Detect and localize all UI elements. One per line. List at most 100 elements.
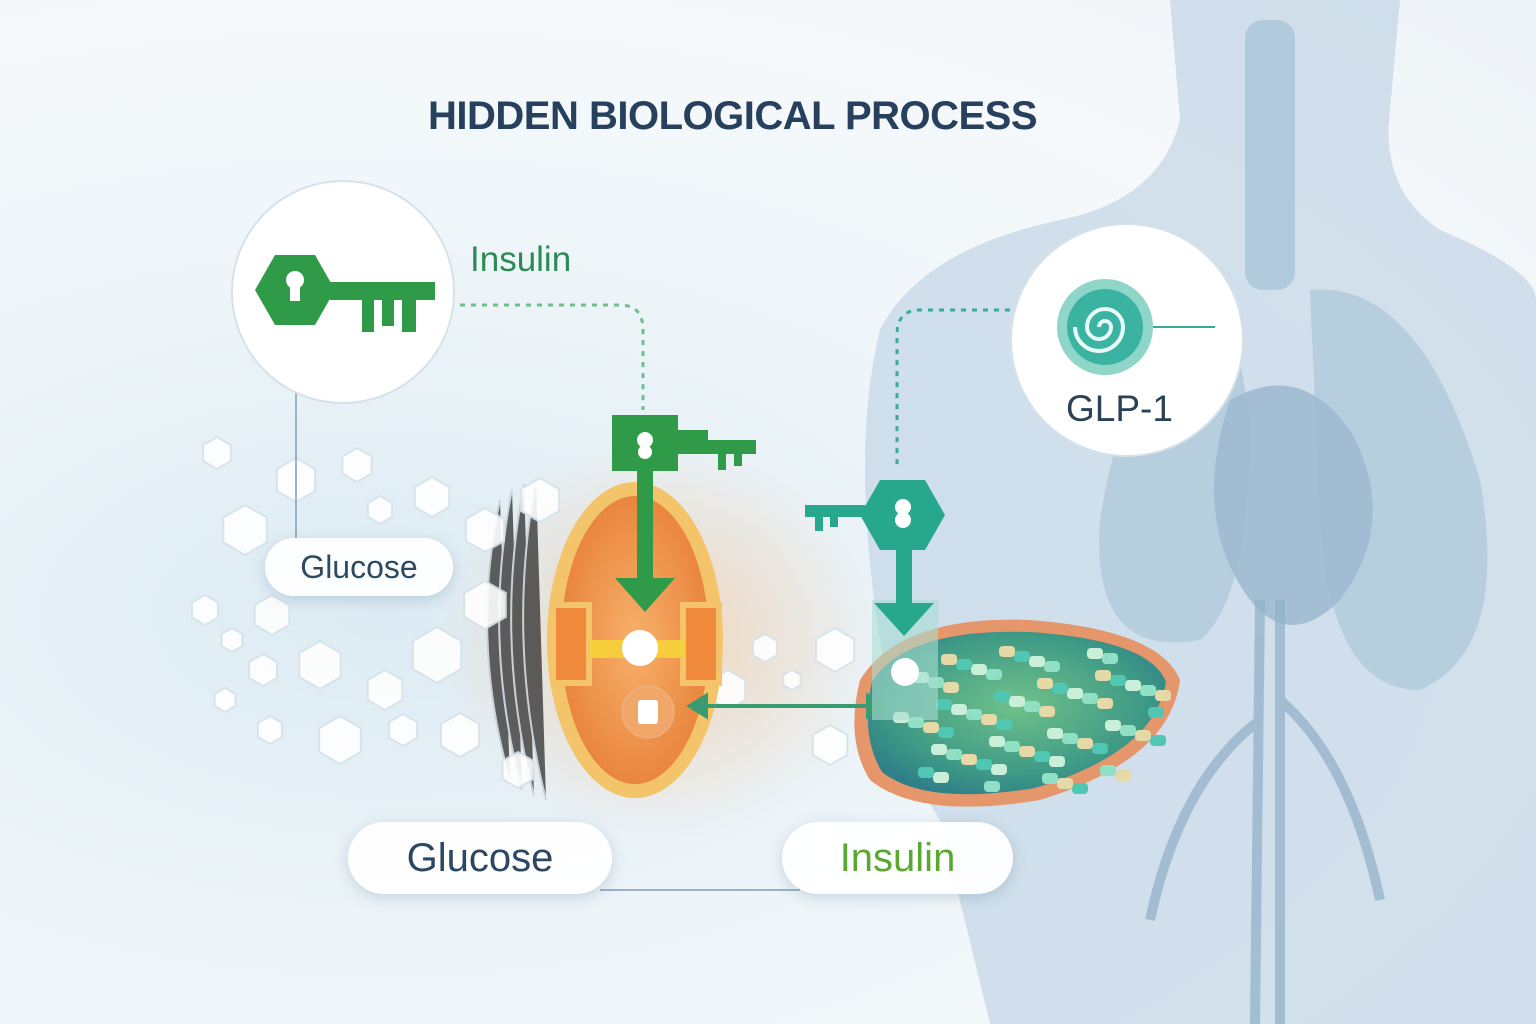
granule [1044, 661, 1060, 672]
channel-door-left [550, 602, 592, 686]
glp1-key-arrow [805, 480, 945, 720]
glucose-hexagon [366, 668, 404, 712]
granule [971, 664, 987, 675]
insulin-label: Insulin [470, 240, 572, 279]
granule [923, 722, 939, 733]
granule [1140, 685, 1156, 696]
key-icon [255, 255, 435, 332]
granule [961, 754, 977, 765]
granule [1077, 738, 1093, 749]
glucose-hexagon [318, 714, 362, 766]
connector-lines [460, 303, 1010, 465]
granule [956, 659, 972, 670]
glucose-hexagon [519, 476, 561, 524]
granule [976, 759, 992, 770]
insulin-key-arrow [612, 415, 756, 612]
granule [1115, 770, 1131, 781]
granule [1150, 735, 1166, 746]
glucose-hexagon [782, 668, 802, 692]
glucose-hexagon [811, 723, 849, 767]
glucose-hexagon [253, 593, 291, 637]
granule [1100, 765, 1116, 776]
granule [1039, 706, 1055, 717]
granule [1097, 698, 1113, 709]
granule [918, 767, 934, 778]
granule [1052, 683, 1068, 694]
glucose-hexagon [191, 593, 219, 627]
granule [1042, 773, 1058, 784]
vessels [1145, 599, 1385, 1024]
granule [991, 764, 1007, 775]
granule [1082, 693, 1098, 704]
granule [986, 669, 1002, 680]
glucose-label-small: Glucose [265, 538, 453, 596]
granule [951, 704, 967, 715]
granule [946, 749, 962, 760]
granule [1009, 696, 1025, 707]
glucose-label-bottom: Glucose [348, 822, 612, 894]
granule [931, 744, 947, 755]
glucose-hexagon [439, 711, 481, 759]
granule [933, 772, 949, 783]
granule [936, 699, 952, 710]
glucose-hexagon [501, 750, 535, 790]
granule [1148, 707, 1164, 718]
channel-door-right [680, 602, 722, 686]
granule [994, 691, 1010, 702]
granule [1004, 741, 1020, 752]
glucose-hexagon [202, 435, 232, 471]
glucose-hexagon [298, 639, 342, 691]
granule [1105, 720, 1121, 731]
granule [1135, 730, 1151, 741]
heart [1214, 385, 1373, 625]
granule [1014, 651, 1030, 662]
glucose-hexagon [366, 494, 394, 526]
glucose-hexagon [341, 446, 373, 484]
granule [1087, 648, 1103, 659]
granule [1110, 675, 1126, 686]
granule [1019, 746, 1035, 757]
granule [1047, 728, 1063, 739]
glp1-circle [1010, 223, 1244, 457]
glucose-hexagon [388, 712, 418, 748]
granule [1072, 783, 1088, 794]
glp1-molecule-icon [1057, 279, 1153, 375]
glucose-hexagon [248, 652, 278, 688]
granule [999, 646, 1015, 657]
cell [547, 482, 723, 798]
granule [1029, 656, 1045, 667]
granule [1095, 670, 1111, 681]
glucose-hexagon [411, 625, 463, 685]
granule [1062, 733, 1078, 744]
trachea [1245, 20, 1295, 290]
granule [984, 781, 1000, 792]
granule [966, 709, 982, 720]
granule [1037, 678, 1053, 689]
glucose-hexagon [220, 626, 244, 654]
granule [1049, 756, 1065, 767]
insulin-label-bottom: Insulin [782, 822, 1013, 894]
glucose-hexagon [222, 503, 268, 557]
glucose-hexagon [814, 626, 856, 674]
glucose-hexagon [464, 506, 506, 554]
granule [1034, 751, 1050, 762]
granule [996, 719, 1012, 730]
membrane-lines [486, 479, 547, 801]
granule [989, 736, 1005, 747]
insulin-key-circle [231, 180, 455, 404]
glucose-hexagon [213, 686, 237, 714]
glp1-label: GLP-1 [1066, 388, 1173, 429]
glucose-hexagon [413, 475, 451, 519]
granule [1057, 778, 1073, 789]
granule [1120, 725, 1136, 736]
page-title: HIDDEN BIOLOGICAL PROCESS [428, 94, 1038, 138]
granule [1024, 701, 1040, 712]
glucose-hexagon [751, 632, 779, 664]
granule [938, 727, 954, 738]
glucose-hexagon [463, 579, 507, 631]
granule [1102, 653, 1118, 664]
granule [1067, 688, 1083, 699]
granule [941, 654, 957, 665]
granule [943, 682, 959, 693]
